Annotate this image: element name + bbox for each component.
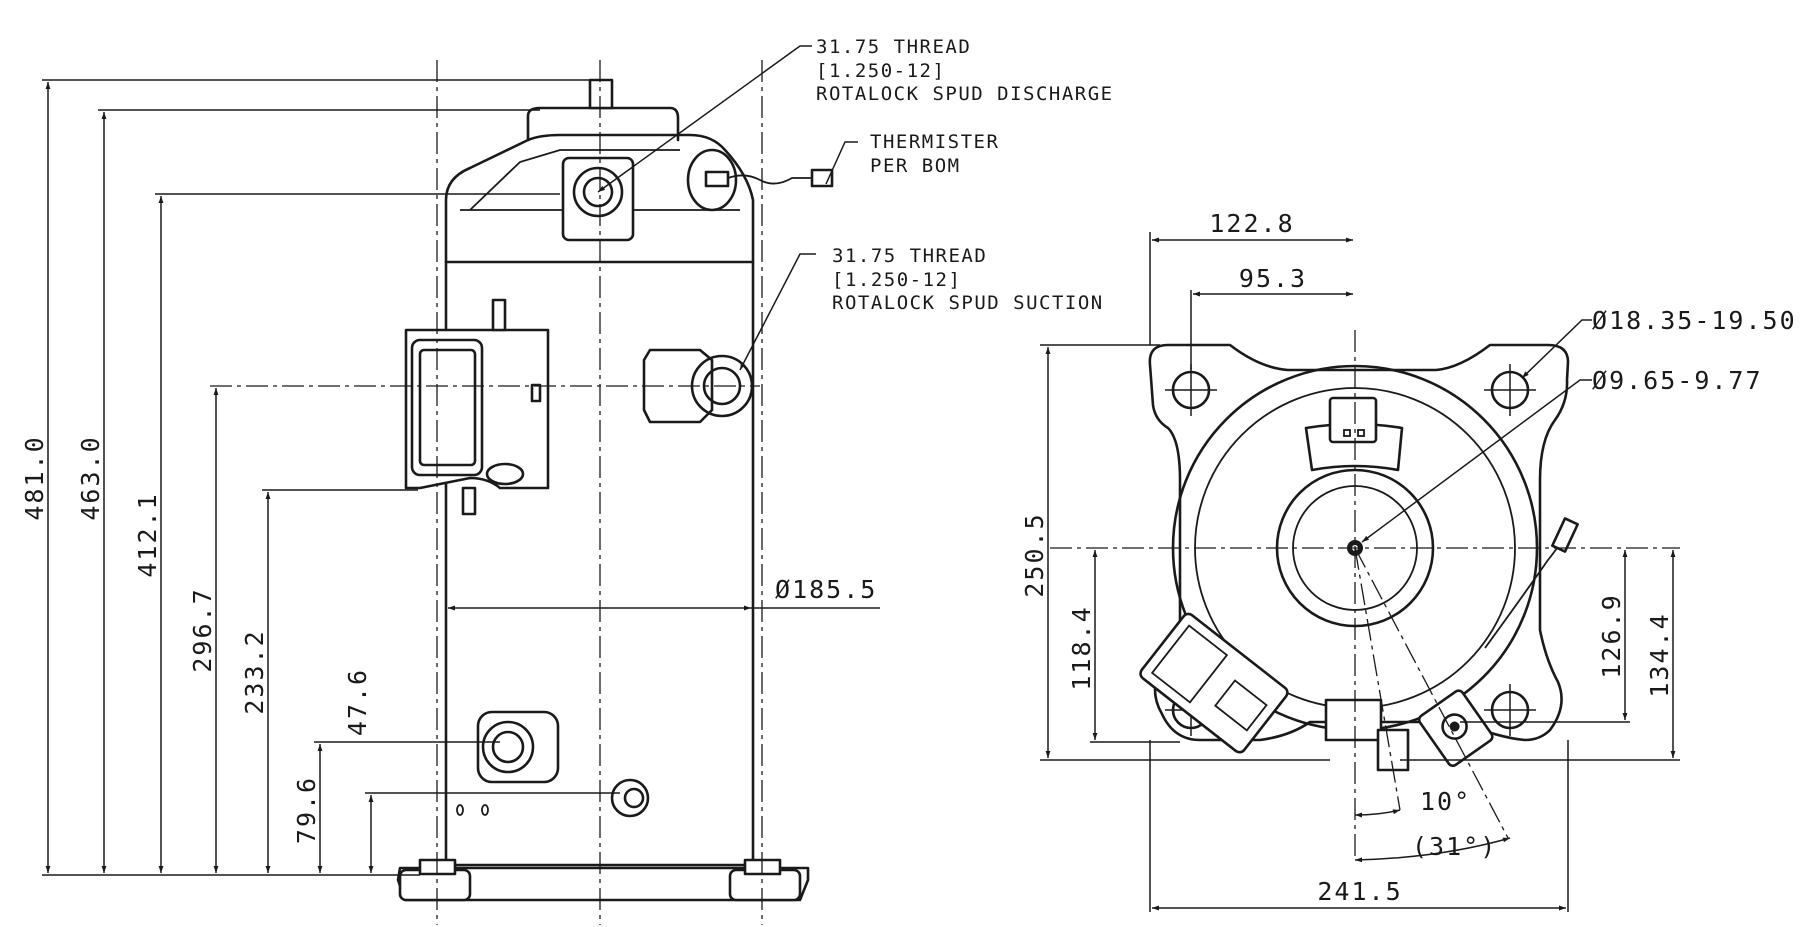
- hole-small-callout: Ø9.65-9.77: [1592, 366, 1763, 395]
- terminal-box: [404, 328, 550, 490]
- leader-hole-large: [1521, 319, 1592, 379]
- terminal-box-cover: [410, 338, 484, 477]
- dome-contour: [469, 149, 680, 211]
- oil-fitting-inner: [491, 730, 525, 764]
- callout-thermistor-line2: PER BOM: [870, 155, 961, 177]
- hole-large-symbol: Ø: [1592, 306, 1609, 335]
- discharge-port-inner: [582, 176, 614, 208]
- angle-line-10: [1354, 547, 1401, 811]
- dim-296: 296.7: [188, 587, 217, 672]
- leader-discharge: [597, 45, 812, 193]
- oil-port-top: [1324, 698, 1383, 742]
- suction-port-inner: [702, 366, 742, 406]
- suction-fitting-top-dot: [1449, 721, 1460, 732]
- sight-dot-1: [456, 804, 464, 816]
- leader-suction: [739, 253, 816, 371]
- oil-fitting-outer: [481, 720, 535, 774]
- angle-arc-10: [1354, 809, 1401, 818]
- dim-126: 126.9: [1597, 593, 1626, 678]
- top-terminal-box: [1139, 612, 1289, 754]
- suction-fitting-top-ring: [1441, 713, 1468, 740]
- leader-thermistor: [825, 141, 858, 185]
- thermistor-pin-2: [1357, 429, 1365, 437]
- discharge-rotalock-body: [561, 156, 635, 242]
- dim-134: 134.4: [1645, 612, 1674, 697]
- hole-small-value: 9.65-9.77: [1609, 366, 1762, 395]
- top-terminal-box-cover: [1150, 624, 1229, 704]
- oil-fitting: [476, 710, 560, 784]
- lower-tube-top: [1376, 728, 1410, 772]
- thermistor-wire: [727, 174, 812, 185]
- diameter-symbol: Ø: [775, 575, 792, 604]
- shell-top-dome: [444, 133, 755, 264]
- dim-250: 250.5: [1020, 512, 1049, 597]
- suction-fitting-top: [1417, 689, 1494, 768]
- dim-481: 481.0: [20, 435, 49, 520]
- top-thermistor-connector: [1551, 517, 1579, 553]
- discharge-port-outer: [572, 166, 624, 218]
- top-view: 122.8 95.3 Ø18.35-19.50 Ø9.65-9.77 250.5…: [1020, 209, 1797, 912]
- dim-412: 412.1: [133, 492, 162, 577]
- terminal-box-grommet: [485, 462, 525, 486]
- dim-185: Ø185.5: [775, 575, 877, 604]
- dim-233: 233.2: [240, 629, 269, 714]
- top-discharge-tube: [588, 78, 614, 110]
- sight-dot-2: [481, 804, 489, 816]
- callout-suction-line1: 31.75 THREAD: [832, 245, 987, 267]
- dim-47: 47.6: [343, 668, 372, 736]
- angle-arc-31: [1354, 837, 1511, 863]
- angle-31: (31°): [1412, 832, 1497, 861]
- dim-122: 122.8: [1209, 209, 1294, 238]
- leader-hole-small: [1361, 379, 1592, 543]
- dim-185-value: 185.5: [792, 575, 877, 604]
- terminal-box-tab-top: [491, 298, 507, 332]
- hole-large-callout: Ø18.35-19.50: [1592, 306, 1797, 335]
- angle-line-31: [1354, 547, 1509, 839]
- top-thermistor-wire: [1484, 534, 1566, 649]
- callout-thermistor: THERMISTER PER BOM: [870, 131, 999, 177]
- terminal-box-tab-bottom: [461, 486, 477, 516]
- terminal-box-latch: [530, 383, 542, 403]
- hole-large-value: 18.35-19.50: [1609, 306, 1797, 335]
- dim-241: 241.5: [1317, 877, 1402, 906]
- callout-discharge-line1: 31.75 THREAD: [816, 36, 971, 58]
- callout-discharge-line3: ROTALOCK SPUD DISCHARGE: [816, 83, 1114, 105]
- dim-118: 118.4: [1067, 605, 1096, 690]
- lower-port-inner: [623, 787, 645, 809]
- dim-463: 463.0: [76, 435, 105, 520]
- thermistor-plug: [704, 170, 730, 188]
- callout-thermistor-line1: THERMISTER: [870, 131, 999, 153]
- callout-discharge: 31.75 THREAD [1.250-12] ROTALOCK SPUD DI…: [816, 36, 1114, 105]
- top-terminal-box-body: [1139, 612, 1289, 754]
- callout-suction-line3: ROTALOCK SPUD SUCTION: [832, 292, 1104, 314]
- callout-suction: 31.75 THREAD [1.250-12] ROTALOCK SPUD SU…: [832, 245, 1104, 314]
- thermistor-pin-1: [1343, 429, 1351, 437]
- thermistor-housing: [1328, 396, 1378, 444]
- angle-10: 10°: [1420, 787, 1471, 816]
- callout-suction-line2: [1.250-12]: [832, 269, 961, 291]
- callout-discharge-line2: [1.250-12]: [816, 60, 945, 82]
- side-view: 481.0 463.0 412.1 296.7 233.2 79.6 47.6 …: [20, 36, 1114, 925]
- base-plate-outline: [1148, 343, 1570, 742]
- terminal-box-cover-inner: [418, 348, 477, 467]
- dim-79: 79.6: [292, 776, 321, 844]
- dim-95: 95.3: [1239, 264, 1307, 293]
- hole-small-symbol: Ø: [1592, 366, 1609, 395]
- top-terminal-box-gland: [1214, 679, 1268, 732]
